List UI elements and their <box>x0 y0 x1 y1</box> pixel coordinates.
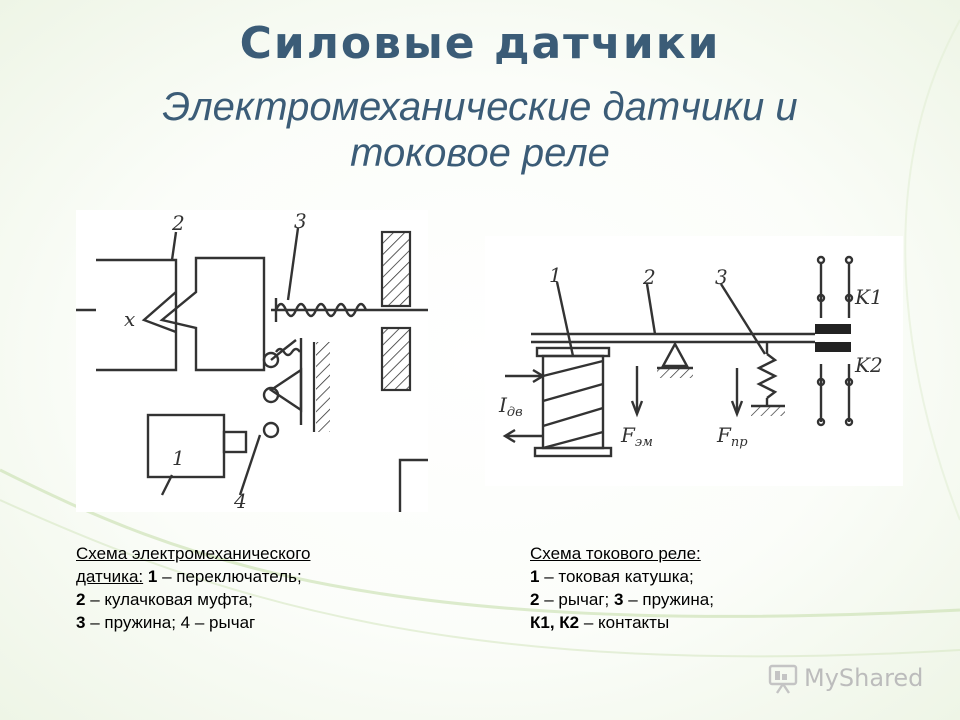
label-k1: K1 <box>854 285 883 309</box>
presentation-icon <box>768 664 798 694</box>
label-x: x <box>124 307 135 331</box>
slide-title: Силовые датчики <box>239 18 721 69</box>
label-2: 2 <box>171 211 185 235</box>
caption-current-relay: Схема токового реле: 1 – токовая катушка… <box>530 544 714 632</box>
label-f-em: Fэм <box>620 423 653 450</box>
current-relay-diagram: 1 2 3 K1 K2 Iдв Fэм Fпр <box>485 236 903 486</box>
label-1: 1 <box>549 263 562 287</box>
caption-electromechanical-sensor: Схема электромеханического датчика: 1 – … <box>76 544 311 632</box>
label-current: Iдв <box>498 393 523 420</box>
label-3: 3 <box>715 265 728 289</box>
electromechanical-sensor-diagram: x 2 3 1 4 <box>76 210 428 512</box>
logo-text: MyShared <box>804 664 924 692</box>
label-k2: K2 <box>854 353 883 377</box>
slide-subtitle: Электромеханические датчики и токовое ре… <box>162 85 798 175</box>
label-f-pr: Fпр <box>716 423 748 450</box>
label-4: 4 <box>233 489 247 512</box>
caption-right-line1: Схема токового реле: <box>530 544 701 563</box>
label-3: 3 <box>294 210 307 233</box>
label-2: 2 <box>642 265 656 289</box>
label-1: 1 <box>172 446 185 470</box>
caption-left-label: датчика: <box>76 567 144 586</box>
myshared-logo: MyShared <box>768 658 923 698</box>
caption-left-line1: Схема электромеханического <box>76 544 311 563</box>
